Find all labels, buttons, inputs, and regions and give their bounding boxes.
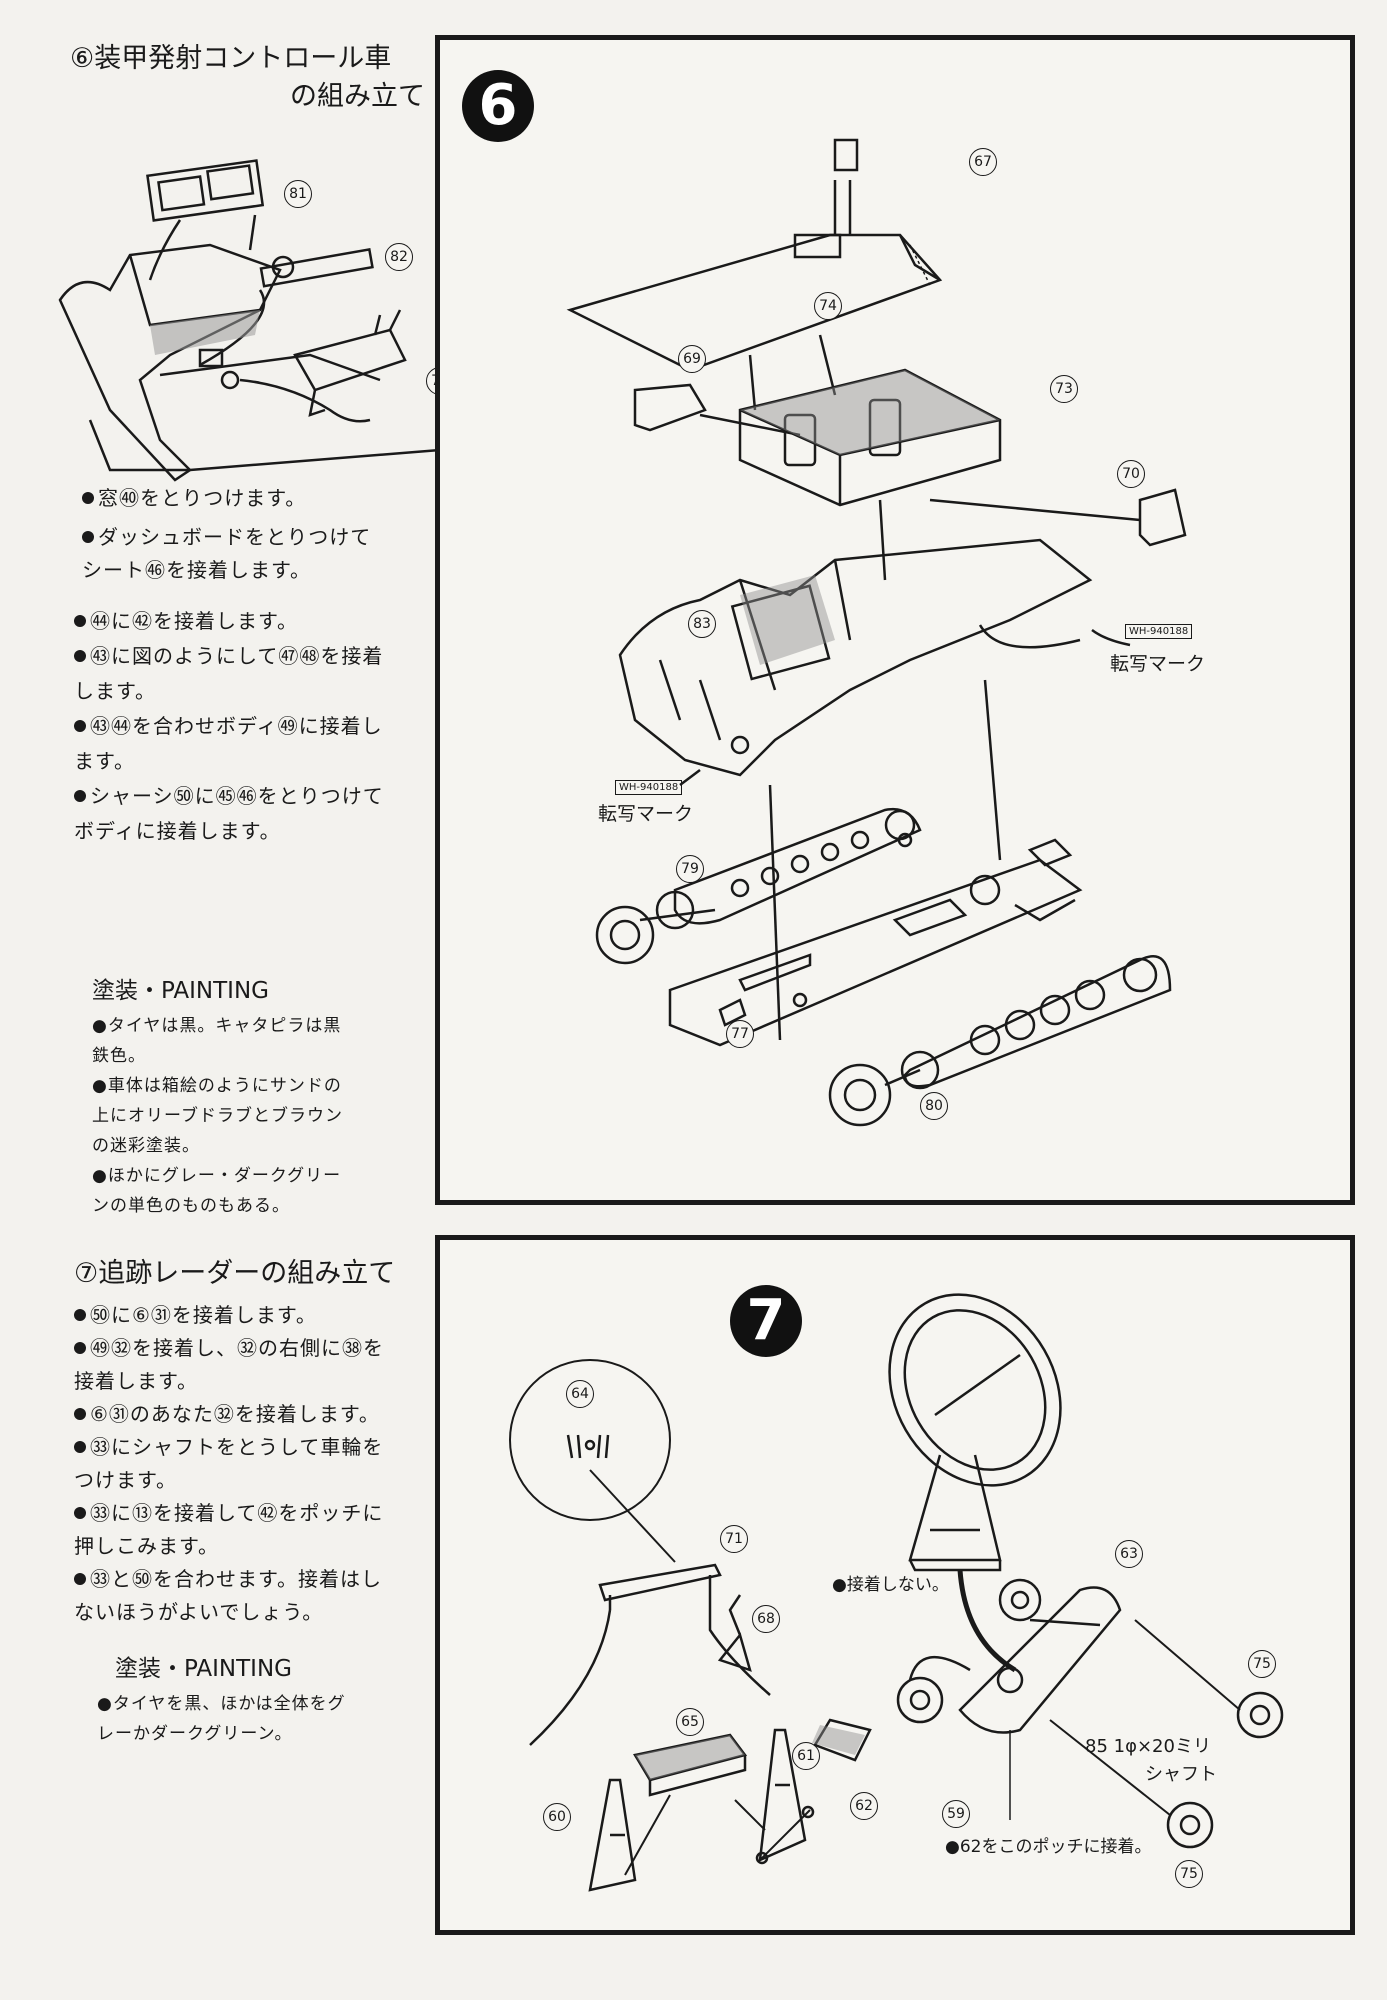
painting-line: ●ほかにグレー・ダークグリー bbox=[92, 1166, 342, 1186]
part-number-71: 71 bbox=[720, 1525, 748, 1553]
shaft-label: シャフト bbox=[1145, 1764, 1217, 1785]
step-text: つけます。 bbox=[74, 1468, 177, 1492]
painting-line: ●タイヤは黒。キャタピラは黒 bbox=[92, 1016, 342, 1036]
step-text: ㉝に⑬を接着して㊷をポッチに bbox=[74, 1497, 434, 1530]
painting-line: ●車体は箱絵のようにサンドの bbox=[92, 1076, 342, 1096]
part-number-68: 68 bbox=[752, 1605, 780, 1633]
step-text: ㊿に⑥㉛を接着します。 bbox=[74, 1299, 434, 1332]
step-text: シート㊻を接着します。 bbox=[82, 558, 311, 582]
part-number-75: 75 bbox=[1248, 1650, 1276, 1678]
dashboard-diagram bbox=[58, 159, 441, 482]
part-number-67: 67 bbox=[969, 148, 997, 176]
painting-line: レーかダークグリーン。 bbox=[97, 1724, 293, 1744]
section6-heading-line2: の組み立て bbox=[290, 81, 425, 112]
step-text: 窓㊵をとりつけます。 bbox=[70, 482, 420, 515]
painting-title: 塗装・PAINTING bbox=[92, 978, 269, 1004]
part-number-61: 61 bbox=[792, 1742, 820, 1770]
section7-painting: 塗装・PAINTING ●タイヤを黒、ほかは全体をグ レーかダークグリーン。 bbox=[97, 1653, 415, 1749]
step-text: ダッシュボードをとりつけて bbox=[70, 521, 420, 554]
section7-heading: ⑦追跡レーダーの組み立て bbox=[74, 1258, 396, 1289]
step-text: ㉝と㊿を合わせます。接着はし bbox=[74, 1563, 434, 1596]
section7-text: ⑦追跡レーダーの組み立て ㊿に⑥㉛を接着します。 ㊾㉜を接着し、㉜の右側に㊳を … bbox=[74, 1255, 434, 1629]
part-number-73: 73 bbox=[1050, 375, 1078, 403]
step-text: シャーシ㊿に㊺㊻をとりつけて bbox=[74, 780, 424, 813]
step-text: 押しこみます。 bbox=[74, 1534, 219, 1558]
section6-heading-line1: ⑥装甲発射コントロール車 bbox=[70, 43, 392, 74]
part-number-83: 83 bbox=[688, 610, 716, 638]
step-text: ㉝にシャフトをとうして車輪を bbox=[74, 1431, 434, 1464]
painting-line: ●タイヤを黒、ほかは全体をグ bbox=[97, 1694, 346, 1714]
part-number-69: 69 bbox=[678, 345, 706, 373]
step-text: ㊾㉜を接着し、㉜の右側に㊳を bbox=[74, 1332, 434, 1365]
step6-badge: 6 bbox=[462, 70, 534, 142]
step6-panel: 6 bbox=[435, 35, 1355, 1205]
painting-line: 鉄色。 bbox=[92, 1046, 146, 1066]
painting-line: ンの単色のものもある。 bbox=[92, 1196, 290, 1216]
note-boss: ●62をこのポッチに接着。 bbox=[945, 1837, 1152, 1857]
part-number-64: 64 bbox=[566, 1380, 594, 1408]
painting-title: 塗装・PAINTING bbox=[115, 1656, 292, 1682]
section6-steps-a: 窓㊵をとりつけます。 ダッシュボードをとりつけて シート㊻を接着します。 bbox=[70, 482, 420, 593]
part-number-80: 80 bbox=[920, 1092, 948, 1120]
section6-text: ⑥装甲発射コントロール車 の組み立て bbox=[70, 40, 425, 116]
decal-label: 転写マーク bbox=[598, 803, 694, 825]
part-number-70: 70 bbox=[1117, 460, 1145, 488]
step-text: ⑥㉛のあなた㉜を接着します。 bbox=[74, 1398, 434, 1431]
step6-exploded-diagram bbox=[566, 138, 1187, 1127]
step-text: ます。 bbox=[74, 749, 135, 773]
part-number-79: 79 bbox=[676, 855, 704, 883]
section6-painting: 塗装・PAINTING ●タイヤは黒。キャタピラは黒 鉄色。 ●車体は箱絵のよう… bbox=[92, 975, 392, 1221]
part-number-63: 63 bbox=[1115, 1540, 1143, 1568]
step-text: ㊸に図のようにして㊼㊽を接着 bbox=[74, 640, 424, 673]
decal-code: WH-940188 bbox=[615, 780, 683, 795]
step-text: ないほうがよいでしょう。 bbox=[74, 1600, 324, 1624]
painting-line: の迷彩塗装。 bbox=[92, 1136, 200, 1156]
note-no-glue: ●接着しない。 bbox=[832, 1575, 949, 1595]
step-text: ㊹に㊷を接着します。 bbox=[74, 605, 424, 638]
step7-panel: 7 bbox=[435, 1235, 1355, 1935]
part-number-60: 60 bbox=[543, 1803, 571, 1831]
painting-line: 上にオリーブドラブとブラウン bbox=[92, 1106, 343, 1126]
step7-badge: 7 bbox=[730, 1285, 802, 1357]
section6-steps-b: ㊹に㊷を接着します。 ㊸に図のようにして㊼㊽を接着 します。 ㊸㊹を合わせボディ… bbox=[74, 605, 424, 850]
part-number-75: 75 bbox=[1175, 1860, 1203, 1888]
part-number-65: 65 bbox=[676, 1708, 704, 1736]
part-number-77: 77 bbox=[726, 1020, 754, 1048]
part-number-82: 82 bbox=[385, 243, 413, 271]
decal-label: 転写マーク bbox=[1110, 653, 1206, 675]
step-text: ボディに接着します。 bbox=[74, 819, 281, 843]
part-number-74: 74 bbox=[814, 292, 842, 320]
step-text: ㊸㊹を合わせボディ㊾に接着し bbox=[74, 710, 424, 743]
step7-exploded-diagram bbox=[509, 1293, 1284, 1892]
step-text: します。 bbox=[74, 679, 156, 703]
part-number-59: 59 bbox=[942, 1800, 970, 1828]
part-number-81: 81 bbox=[284, 180, 312, 208]
shaft-spec: 85 1φ×20ミリ bbox=[1085, 1736, 1211, 1757]
decal-code: WH-940188 bbox=[1125, 624, 1193, 639]
part-number-62: 62 bbox=[850, 1792, 878, 1820]
step-text: 接着します。 bbox=[74, 1369, 198, 1393]
